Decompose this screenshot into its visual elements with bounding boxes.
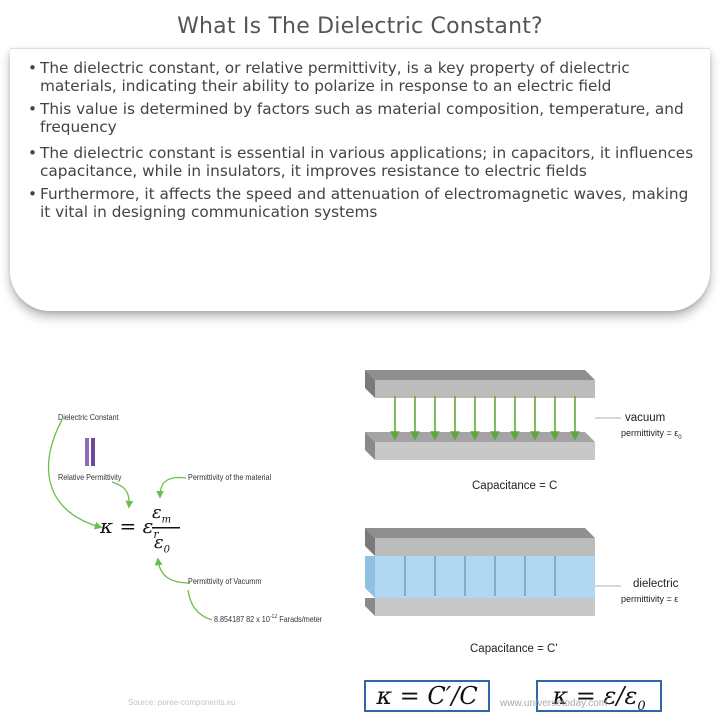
bottom-plate-side-2: [365, 598, 375, 616]
formula-lhs-sub: r: [153, 528, 159, 541]
label-relative-permittivity: Relative Permittivity: [58, 472, 122, 482]
formula-num: ε: [152, 502, 162, 523]
top-plate-side: [365, 370, 375, 398]
bullet-dot: •: [28, 59, 38, 77]
bullet-dot: •: [28, 185, 38, 203]
top-plate-front: [375, 380, 595, 398]
capacitance-vacuum: Capacitance = C: [472, 480, 558, 492]
formula-lhs: κ = εr: [100, 514, 159, 541]
top-plate-front-2: [375, 538, 595, 556]
vacuum-perm-sub: 0: [678, 434, 682, 441]
bullet-text: Furthermore, it affects the speed and at…: [40, 185, 689, 221]
bullet-item: •This value is determined by factors suc…: [28, 100, 700, 136]
bullet-text: This value is determined by factors such…: [40, 100, 684, 136]
field-arrows-vacuum: [390, 396, 580, 441]
bottom-plate-side: [365, 432, 375, 460]
bullet-item: •The dielectric constant, or relative pe…: [28, 59, 700, 95]
vacuum-label: vacuum: [625, 412, 666, 424]
formula2-sub: 0: [637, 698, 646, 714]
capacitor-diagram: vacuum permittivity = ε0 Capacitance = C…: [355, 360, 720, 690]
arrow: [187, 589, 213, 621]
formula-permittivity-ratio: κ = ε/ε0: [536, 680, 662, 714]
field-arrows-dielectric: [404, 556, 556, 596]
formula-den: ε: [154, 532, 164, 553]
bullet-dot: •: [28, 144, 38, 162]
vacuum-perm-text: permittivity = ε: [621, 428, 679, 438]
top-plate-face-2: [365, 528, 595, 538]
source-credit: Source: poree-components.eu: [128, 698, 236, 707]
bottom-plate-face: [365, 432, 595, 442]
formula-capacitance-ratio: κ = C′/C: [364, 680, 490, 712]
formula2-main: κ = ε/ε: [552, 682, 638, 710]
top-plate-face: [365, 370, 595, 380]
arrow: [47, 419, 103, 530]
bullet-text: The dielectric constant is essential in …: [40, 144, 694, 180]
arrow: [156, 476, 187, 499]
label-dielectric-constant: Dielectric Constant: [58, 412, 119, 422]
capacitance-dielectric: Capacitance = C': [470, 643, 558, 655]
dielectric-permittivity: permittivity = ε: [621, 594, 679, 604]
bottom-plate-front: [375, 442, 595, 460]
top-plate-side-2: [365, 528, 375, 556]
vacuum-unit: Farads/meter: [277, 614, 323, 624]
dielectric-label: dielectric: [633, 578, 679, 590]
arrow: [111, 481, 134, 509]
arrow: [154, 557, 191, 584]
equivalence-bar: [91, 438, 95, 466]
formula-denominator: ε0: [154, 532, 170, 556]
label-permittivity-vacuum: Permittivity of Vacumm: [188, 576, 262, 586]
formula-num-sub: m: [161, 514, 172, 526]
equivalence-bar: [85, 438, 89, 466]
vacuum-value: 8.854187 82 x 10: [214, 614, 270, 624]
bottom-plate-front-2: [375, 598, 595, 616]
bullet-list: •The dielectric constant, or relative pe…: [28, 59, 700, 227]
dielectric-side: [365, 556, 375, 598]
bullet-item: •The dielectric constant is essential in…: [28, 144, 700, 180]
dielectric-formula-diagram: Dielectric Constant Relative Permittivit…: [0, 390, 340, 707]
bullet-text: The dielectric constant, or relative per…: [40, 59, 630, 95]
watermark: www.universetoday.com: [500, 698, 608, 709]
dielectric-slab: [375, 556, 595, 598]
capacitor-plates: [365, 370, 621, 616]
bullet-dot: •: [28, 100, 38, 118]
bullet-item: •Furthermore, it affects the speed and a…: [28, 185, 700, 221]
page-title: What Is The Dielectric Constant?: [177, 14, 543, 39]
label-permittivity-material: Permittivity of the material: [188, 472, 272, 482]
formula-numerator: εm: [152, 502, 171, 526]
label-vacuum-value: 8.854187 82 x 10-12 Farads/meter: [214, 614, 322, 624]
fraction-bar: [152, 527, 180, 529]
formula-kappa-er: κ = ε: [100, 514, 154, 538]
vacuum-exp: -12: [269, 614, 278, 621]
formula-den-sub: 0: [163, 544, 171, 556]
formula-arrows: [47, 419, 213, 621]
vacuum-permittivity: permittivity = ε0: [621, 428, 682, 441]
info-card: [10, 48, 710, 311]
